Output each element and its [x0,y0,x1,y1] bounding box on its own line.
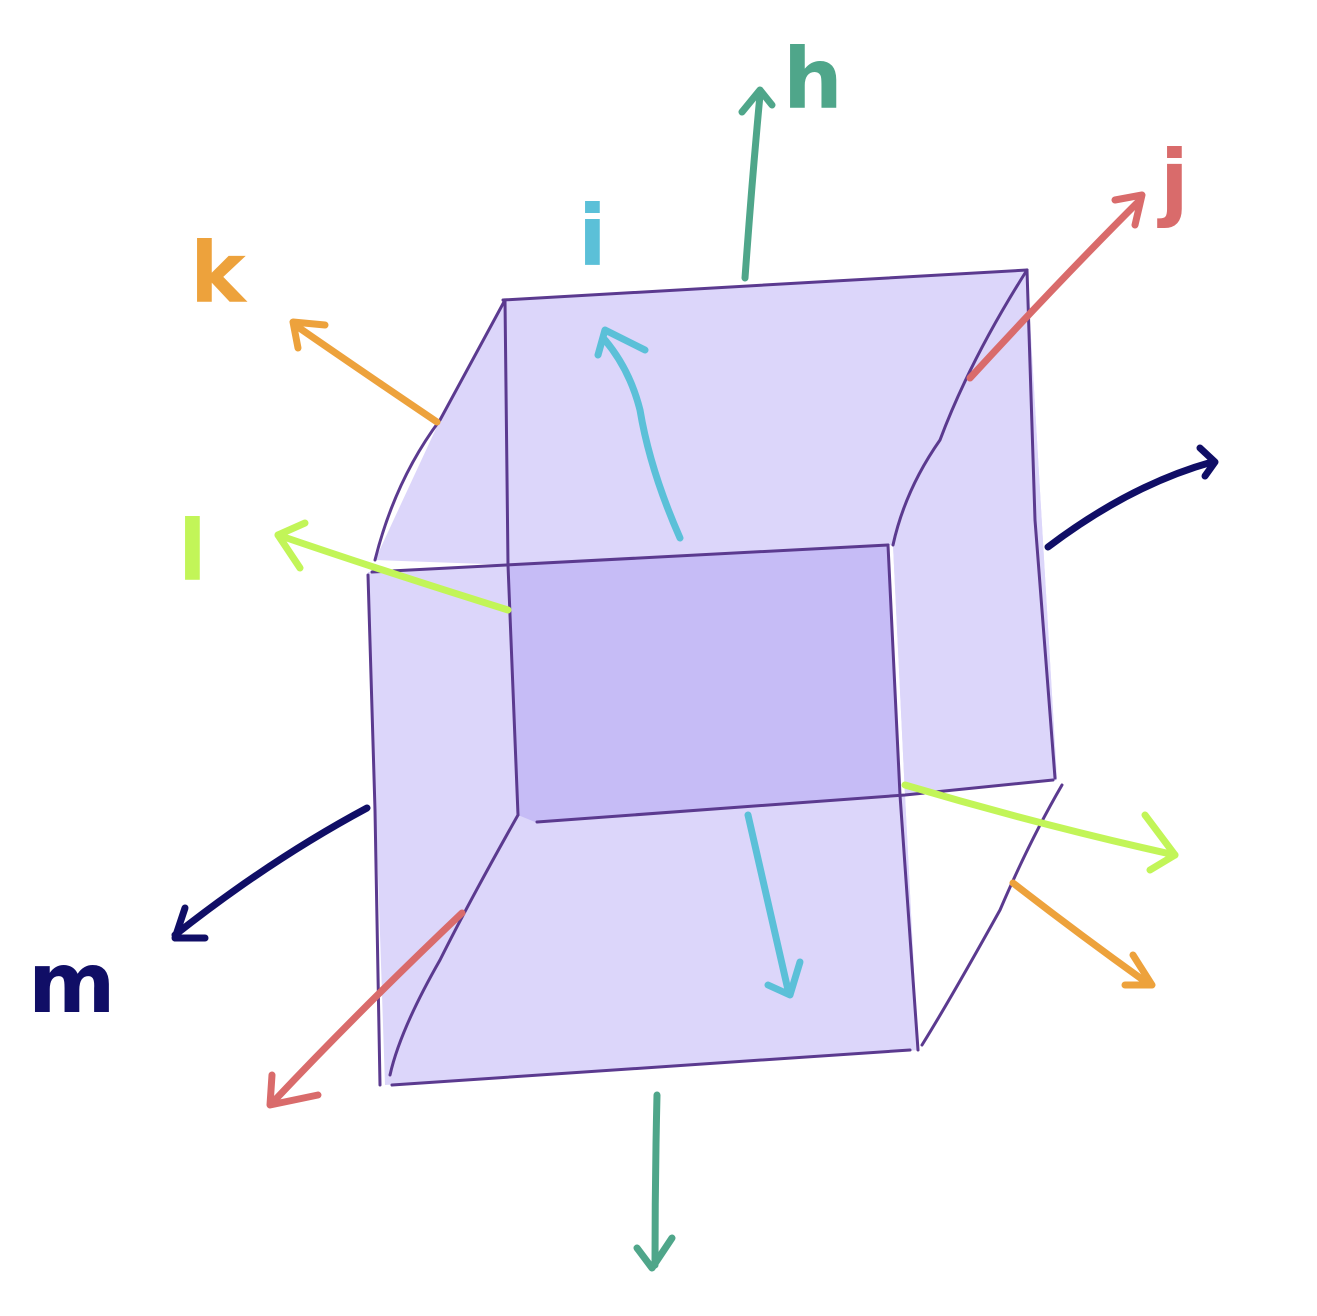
label-i: i [578,187,607,285]
inner-face [508,545,900,822]
arrow-h-up [738,86,776,282]
axis-labels: h i j k l m [28,30,1189,1032]
arrow-h-down [633,1091,676,1272]
arrow-i-up [594,326,684,542]
arrow-k-up [289,318,441,426]
arrow-m-left [171,804,371,942]
arrow-j-down [266,909,466,1109]
normal-arrows [171,86,1219,1272]
arrow-j-up [966,191,1146,382]
back-face [375,270,1057,795]
arrow-m-right [1044,444,1219,551]
arrow-k-down [1009,879,1156,989]
label-k: k [190,224,248,322]
arrow-l-right [901,781,1179,874]
arrow-i-down [744,811,804,999]
arrow-l-left [274,519,512,614]
label-h: h [783,30,843,128]
right-face [893,270,1057,795]
label-l: l [178,502,207,600]
label-m: m [28,934,116,1032]
label-j: j [1157,132,1189,230]
bottom-face [390,795,918,1085]
box-faces [368,270,1057,1085]
